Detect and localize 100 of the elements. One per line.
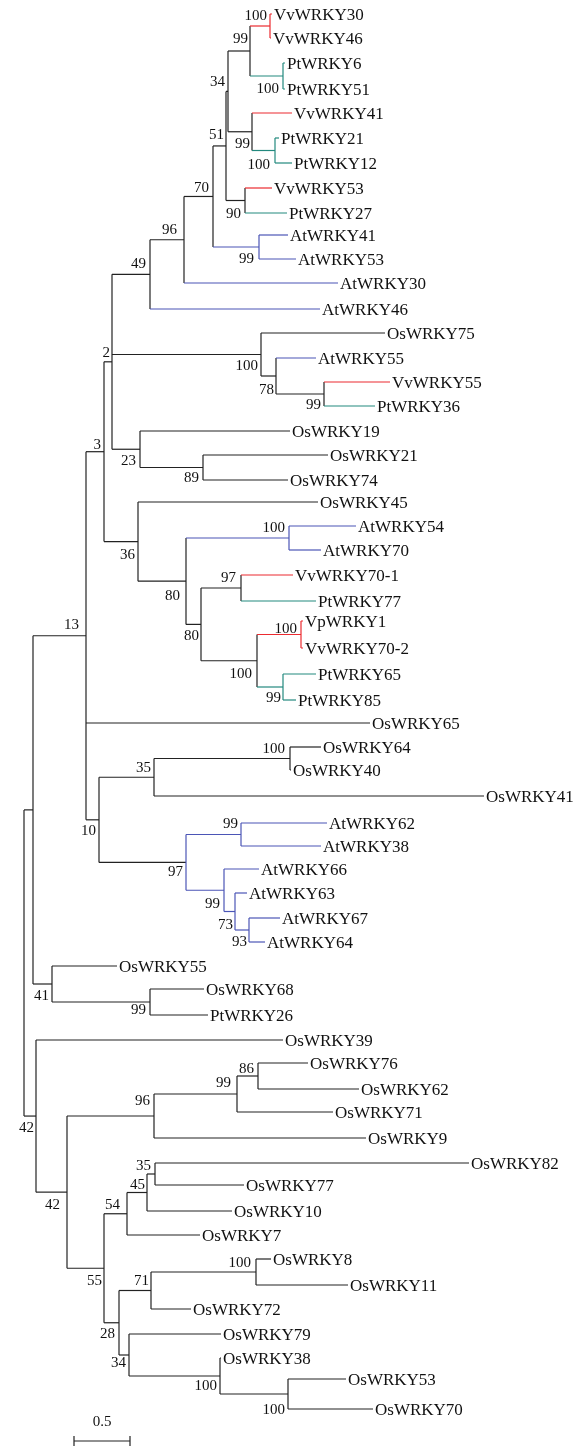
taxon-label: PtWRKY27 — [289, 204, 373, 222]
bootstrap-value: 96 — [135, 1092, 150, 1108]
bootstrap-value: 100 — [274, 620, 297, 636]
bootstrap-value: 100 — [194, 1377, 217, 1393]
bootstrap-value: 100 — [262, 740, 285, 756]
taxon-label: PtWRKY65 — [318, 665, 402, 683]
bootstrap-value: 2 — [102, 344, 110, 360]
taxon-label: AtWRKY67 — [282, 909, 368, 927]
taxon-label: VvWRKY70-1 — [295, 566, 399, 584]
bootstrap-value: 97 — [221, 569, 236, 585]
bootstrap-value: 100 — [235, 357, 258, 373]
taxon-label: OsWRKY38 — [223, 1349, 311, 1367]
taxon-label: PtWRKY77 — [318, 592, 402, 610]
taxon-label: OsWRKY41 — [486, 787, 574, 805]
bootstrap-value: 23 — [121, 452, 136, 468]
taxon-label: AtWRKY66 — [261, 860, 347, 878]
taxon-label: PtWRKY6 — [287, 54, 362, 72]
taxon-label: PtWRKY21 — [281, 129, 365, 147]
bootstrap-value: 54 — [105, 1196, 120, 1212]
taxon-label: AtWRKY53 — [298, 250, 384, 268]
taxon-label: VvWRKY30 — [274, 5, 364, 23]
bootstrap-value: 100 — [229, 665, 252, 681]
bootstrap-value: 35 — [136, 1157, 151, 1173]
bootstrap-value: 10 — [81, 822, 96, 838]
taxon-label: PtWRKY26 — [210, 1006, 294, 1024]
bootstrap-value: 99 — [131, 1001, 146, 1017]
bootstrap-value: 99 — [223, 815, 238, 831]
taxon-label: AtWRKY63 — [249, 884, 335, 902]
taxon-label: OsWRKY7 — [202, 1226, 282, 1244]
bootstrap-value: 86 — [239, 1060, 254, 1076]
bootstrap-value: 78 — [259, 381, 274, 397]
bootstrap-value: 34 — [210, 73, 225, 89]
taxon-label: AtWRKY30 — [340, 274, 426, 292]
bootstrap-value: 90 — [226, 205, 241, 221]
bootstrap-value: 73 — [218, 916, 233, 932]
bootstrap-value: 3 — [93, 436, 101, 452]
taxon-label: AtWRKY38 — [323, 837, 409, 855]
taxon-label: OsWRKY77 — [246, 1176, 334, 1194]
taxon-label: OsWRKY8 — [273, 1250, 353, 1268]
bootstrap-value: 55 — [87, 1272, 102, 1288]
bootstrap-value: 41 — [34, 987, 49, 1003]
bootstrap-value: 99 — [239, 250, 254, 266]
bootstrap-value: 100 — [228, 1254, 251, 1270]
taxon-label: AtWRKY70 — [323, 541, 409, 559]
taxon-label: PtWRKY51 — [287, 80, 371, 98]
bootstrap-value: 80 — [165, 587, 180, 603]
taxon-label: OsWRKY76 — [310, 1054, 398, 1072]
taxon-label: AtWRKY62 — [329, 814, 415, 832]
taxon-label: OsWRKY65 — [372, 714, 460, 732]
bootstrap-value: 70 — [194, 179, 209, 195]
bootstrap-value: 99 — [235, 135, 250, 151]
taxon-label: OsWRKY11 — [350, 1276, 438, 1294]
bootstrap-value: 93 — [232, 933, 247, 949]
taxon-label: OsWRKY74 — [290, 471, 378, 489]
bootstrap-value: 99 — [216, 1074, 231, 1090]
taxon-label: AtWRKY46 — [322, 300, 408, 318]
taxon-label: OsWRKY9 — [368, 1129, 448, 1147]
taxon-label: OsWRKY62 — [361, 1080, 449, 1098]
bootstrap-value: 100 — [256, 80, 279, 96]
taxon-label: OsWRKY55 — [119, 957, 207, 975]
taxon-label: AtWRKY41 — [290, 226, 376, 244]
bootstrap-value: 35 — [136, 759, 151, 775]
bootstrap-value: 100 — [262, 1401, 285, 1417]
bootstrap-value: 89 — [184, 469, 199, 485]
scale-label: 0.5 — [92, 1413, 112, 1429]
taxon-label: OsWRKY53 — [348, 1370, 436, 1388]
taxon-label: AtWRKY54 — [358, 517, 444, 535]
taxon-label: PtWRKY12 — [294, 154, 378, 172]
taxon-label: VvWRKY41 — [294, 104, 384, 122]
taxon-label: OsWRKY75 — [387, 324, 475, 342]
bootstrap-value: 80 — [184, 627, 199, 643]
bootstrap-value: 49 — [131, 255, 146, 271]
taxon-label: PtWRKY36 — [377, 397, 461, 415]
bootstrap-value: 99 — [233, 30, 248, 46]
taxon-label: AtWRKY55 — [318, 349, 404, 367]
bootstrap-value: 100 — [262, 519, 285, 535]
bootstrap-value: 42 — [45, 1196, 60, 1212]
bootstrap-value: 99 — [266, 689, 281, 705]
bootstrap-value: 99 — [306, 396, 321, 412]
bootstrap-value: 71 — [134, 1272, 149, 1288]
taxon-label: OsWRKY70 — [375, 1400, 463, 1418]
bootstrap-value: 100 — [244, 7, 267, 23]
taxon-label: OsWRKY71 — [335, 1103, 423, 1121]
bootstrap-value: 45 — [130, 1176, 145, 1192]
bootstrap-value: 99 — [205, 895, 220, 911]
taxon-label: VvWRKY70-2 — [305, 639, 409, 657]
bootstrap-value: 42 — [19, 1119, 34, 1135]
taxon-label: OsWRKY68 — [206, 980, 294, 998]
bootstrap-value: 34 — [111, 1354, 126, 1370]
taxon-label: OsWRKY10 — [234, 1202, 322, 1220]
taxon-label: OsWRKY79 — [223, 1325, 311, 1343]
taxon-label: VpWRKY1 — [305, 612, 387, 630]
taxon-label: VvWRKY55 — [392, 373, 482, 391]
taxon-label: PtWRKY85 — [298, 691, 382, 709]
bootstrap-value: 97 — [168, 863, 183, 879]
taxon-label: AtWRKY64 — [267, 933, 353, 951]
taxon-label: OsWRKY64 — [323, 738, 411, 756]
bootstrap-value: 100 — [247, 156, 270, 172]
taxon-label: OsWRKY19 — [292, 422, 380, 440]
taxon-label: OsWRKY21 — [330, 446, 418, 464]
